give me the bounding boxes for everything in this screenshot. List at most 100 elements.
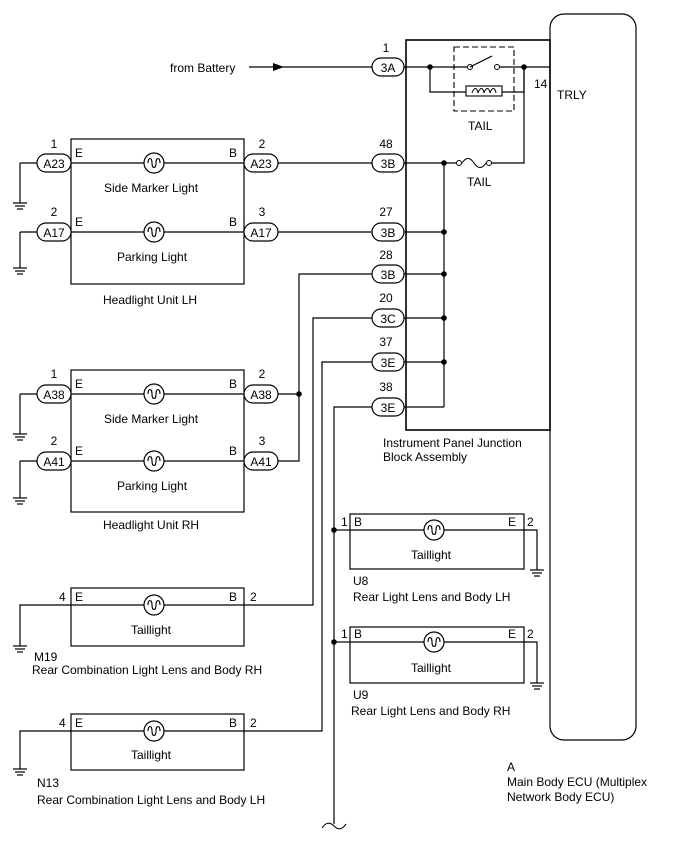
- ipjb-connector-3c-20: 3C 20: [371, 291, 405, 328]
- pin-e-label: E: [75, 146, 83, 160]
- relay-label: TAIL: [468, 119, 493, 133]
- pin-e-label: E: [508, 627, 516, 641]
- ipjb-connector-3a: 3A 1: [371, 41, 405, 77]
- ground-icon: [12, 433, 28, 441]
- ipjb-connector-3b-48: 3B 48: [371, 137, 405, 173]
- parking-light-lh-label: Parking Light: [117, 250, 188, 264]
- svg-text:28: 28: [379, 248, 393, 262]
- u9-code: U9: [353, 688, 369, 702]
- bulb-icon: [143, 594, 165, 616]
- pin-e-label: E: [75, 377, 83, 391]
- svg-text:3C: 3C: [380, 312, 396, 326]
- headlight-lh-name: Headlight Unit LH: [103, 293, 197, 307]
- main-body-ecu: [549, 13, 637, 741]
- trly-pin: 14: [534, 77, 548, 91]
- svg-text:38: 38: [379, 380, 393, 394]
- connector-a17-e: A17 2: [36, 205, 72, 242]
- bulb-icon: [143, 383, 165, 405]
- pin-b-label: B: [229, 444, 237, 458]
- side-marker-light-lh-label: Side Marker Light: [104, 181, 199, 195]
- parking-light-rh-label: Parking Light: [117, 479, 188, 493]
- fuse-label: TAIL: [467, 175, 492, 189]
- trly-label: TRLY: [557, 88, 587, 102]
- ground-icon: [529, 682, 545, 690]
- svg-text:3E: 3E: [381, 401, 396, 415]
- svg-text:3B: 3B: [381, 268, 396, 282]
- pin-number: 4: [59, 590, 66, 604]
- svg-text:A23: A23: [43, 157, 65, 171]
- svg-text:1: 1: [51, 137, 58, 151]
- tail-relay: [453, 46, 515, 112]
- ground-icon: [12, 645, 28, 653]
- pin-b-label: B: [354, 515, 362, 529]
- ipjb-connector-3e-37: 3E 37: [371, 335, 405, 372]
- taillight-m19-label: Taillight: [131, 623, 172, 637]
- svg-text:2: 2: [259, 367, 266, 381]
- u9-name: Rear Light Lens and Body RH: [351, 704, 510, 718]
- svg-text:3B: 3B: [381, 226, 396, 240]
- svg-text:2: 2: [51, 205, 58, 219]
- pin-e-label: E: [75, 444, 83, 458]
- bulb-icon: [423, 631, 445, 653]
- ipjb-connector-3b-27: 3B 27: [371, 205, 405, 242]
- m19-name: Rear Combination Light Lens and Body RH: [32, 663, 262, 677]
- ground-icon: [12, 497, 28, 505]
- svg-text:3E: 3E: [381, 356, 396, 370]
- pin-b-label: B: [229, 377, 237, 391]
- ecu-name-line1: Main Body ECU (Multiplex: [507, 775, 647, 789]
- battery-label: from Battery: [170, 61, 235, 75]
- ecu-letter: A: [507, 760, 515, 774]
- bulb-icon: [143, 450, 165, 472]
- svg-text:A41: A41: [43, 455, 65, 469]
- svg-text:3A: 3A: [381, 61, 396, 75]
- bulb-icon: [423, 519, 445, 541]
- ipjb-connector-3b-28: 3B 28: [371, 248, 405, 284]
- junction-block: [405, 39, 551, 431]
- svg-text:A17: A17: [250, 226, 272, 240]
- svg-text:A23: A23: [250, 157, 272, 171]
- pin-b-label: B: [354, 627, 362, 641]
- taillight-u8-label: Taillight: [411, 548, 452, 562]
- tail-fuse: [404, 67, 525, 169]
- connector-a23-e: A23 1: [36, 137, 72, 173]
- headlight-rh-name: Headlight Unit RH: [103, 518, 199, 532]
- ipjb-name-line2: Block Assembly: [383, 450, 467, 464]
- svg-text:2: 2: [259, 137, 266, 151]
- m19-code: M19: [34, 650, 58, 664]
- svg-text:3B: 3B: [381, 157, 396, 171]
- pin-e-label: E: [75, 590, 83, 604]
- battery-arrow-icon: [273, 63, 284, 71]
- svg-text:A17: A17: [43, 226, 65, 240]
- wire-continuation-icon: [321, 822, 347, 830]
- connector-a17-b: A17 3: [243, 205, 279, 242]
- bulb-icon: [143, 221, 165, 243]
- u8-code: U8: [353, 574, 369, 588]
- ground-icon: [529, 569, 545, 577]
- svg-text:3: 3: [259, 205, 266, 219]
- ground-icon: [12, 768, 28, 776]
- svg-text:A38: A38: [250, 388, 272, 402]
- pin-number: 1: [341, 515, 348, 529]
- ipjb-name-line1: Instrument Panel Junction: [383, 436, 522, 450]
- pin-number: 2: [527, 627, 534, 641]
- pin-b-label: B: [229, 146, 237, 160]
- svg-text:37: 37: [379, 335, 393, 349]
- connector-a41-e: A41 2: [36, 434, 72, 471]
- pin-number: 2: [250, 590, 257, 604]
- pin-number: 2: [250, 716, 257, 730]
- pin-e-label: E: [508, 515, 516, 529]
- side-marker-light-rh-label: Side Marker Light: [104, 412, 199, 426]
- pin-e-label: E: [75, 215, 83, 229]
- u8-name: Rear Light Lens and Body LH: [353, 590, 510, 604]
- svg-text:20: 20: [379, 291, 393, 305]
- bulb-icon: [143, 720, 165, 742]
- pin-b-label: B: [229, 716, 237, 730]
- bulb-icon: [143, 152, 165, 174]
- ipjb-connector-3e-38: 3E 38: [371, 380, 405, 417]
- taillight-n13-label: Taillight: [131, 748, 172, 762]
- pin-e-label: E: [75, 716, 83, 730]
- pin-number: 1: [341, 627, 348, 641]
- svg-text:A38: A38: [43, 388, 65, 402]
- connector-a23-b: A23 2: [243, 137, 279, 173]
